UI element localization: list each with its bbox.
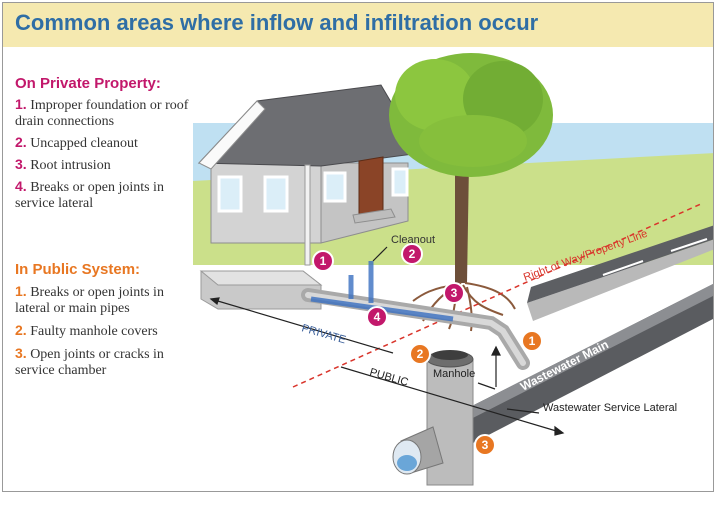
private-property-heading: On Private Property: xyxy=(15,75,161,92)
public-item-3: 3. Open joints or cracks in service cham… xyxy=(15,345,164,378)
private-marker-4: 4 xyxy=(366,306,388,328)
public-marker-1: 1 xyxy=(521,330,543,352)
private-marker-2: 2 xyxy=(401,243,423,265)
public-item-1: 1. Breaks or open joints in lateral or m… xyxy=(15,283,164,316)
property-line xyxy=(292,202,704,388)
svg-text:3: 3 xyxy=(451,286,458,300)
diagram-frame: Common areas where inflow and infiltrati… xyxy=(2,2,714,492)
svg-text:2: 2 xyxy=(417,347,424,361)
svg-text:1: 1 xyxy=(320,254,327,268)
road xyxy=(527,225,713,321)
cleanout-label: Cleanout xyxy=(391,234,435,246)
svg-text:1: 1 xyxy=(529,334,536,348)
manhole xyxy=(392,350,474,486)
private-item-2: 2. Uncapped cleanout xyxy=(15,134,138,151)
manhole-label: Manhole xyxy=(433,368,475,380)
public-system-heading: In Public System: xyxy=(15,261,141,278)
scene-illustration: Cleanout Right of Way/Property Line PRIV… xyxy=(193,53,713,486)
private-item-1: 1. Improper foundation or roof drain con… xyxy=(15,96,189,129)
svg-text:3: 3 xyxy=(482,438,489,452)
public-marker-3: 3 xyxy=(474,434,496,456)
public-marker-2: 2 xyxy=(409,343,431,365)
page-title: Common areas where inflow and infiltrati… xyxy=(15,10,539,35)
public-label: PUBLIC xyxy=(368,366,410,389)
wastewater-main xyxy=(458,284,713,443)
private-property-legend: On Private Property: 1. Improper foundat… xyxy=(15,75,195,212)
public-item-2: 2. Faulty manhole covers xyxy=(15,322,158,339)
tree xyxy=(389,53,553,283)
title-banner: Common areas where inflow and infiltrati… xyxy=(3,3,713,47)
svg-text:2: 2 xyxy=(409,247,416,261)
boundary-arrows xyxy=(209,246,565,436)
service-lateral-label: Wastewater Service Lateral xyxy=(543,402,677,414)
private-item-3: 3. Root intrusion xyxy=(15,156,111,173)
private-label: PRIVATE xyxy=(300,322,347,346)
house xyxy=(197,84,422,266)
svg-text:4: 4 xyxy=(374,310,381,324)
private-marker-1: 1 xyxy=(312,250,334,272)
public-system-legend: In Public System: 1. Breaks or open join… xyxy=(15,261,195,379)
private-item-4: 4. Breaks or open joints in service late… xyxy=(15,178,164,211)
private-marker-3: 3 xyxy=(443,282,465,304)
